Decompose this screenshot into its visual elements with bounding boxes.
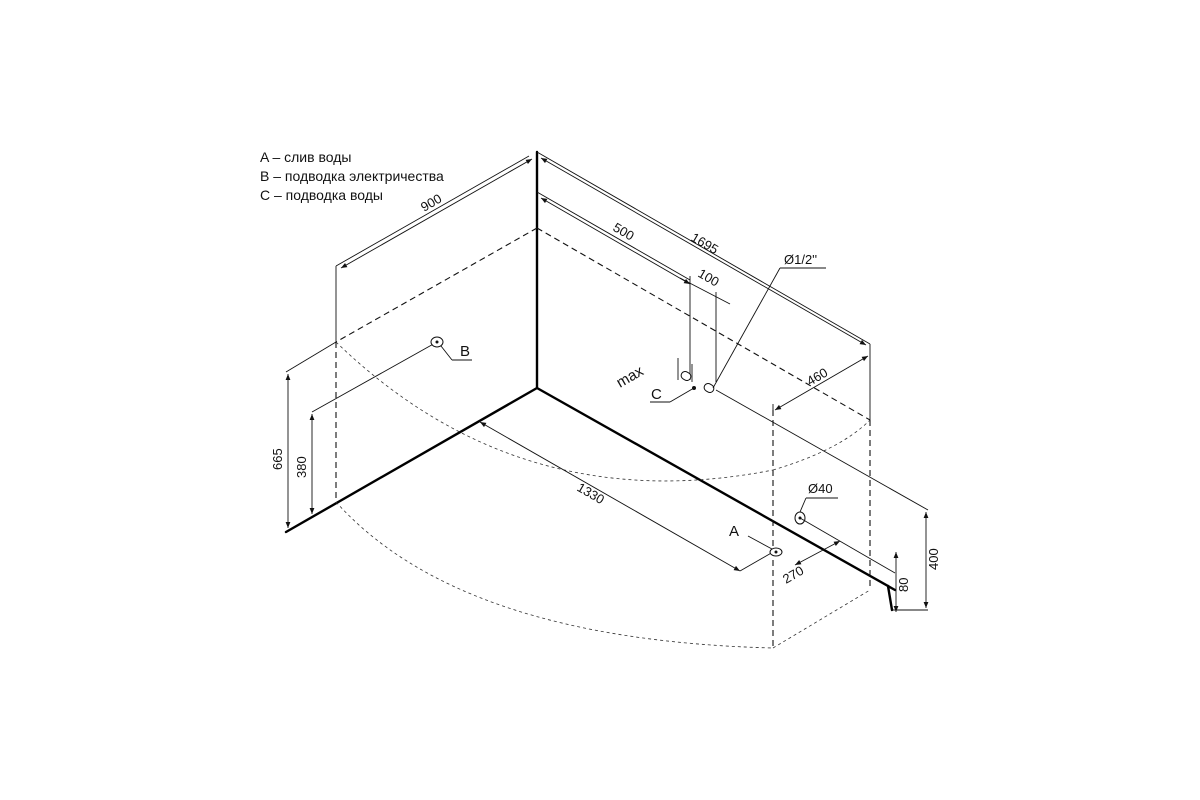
pipe-left: [680, 371, 692, 381]
dimension-460: 460: [772, 355, 869, 411]
dim-665-label: 665: [270, 448, 285, 470]
water-supply-pipes: C: [650, 371, 715, 403]
dimension-380: 380: [294, 341, 438, 514]
wall-outline: [284, 150, 897, 612]
point-a-label: A: [729, 523, 739, 540]
floor-edge-left: [284, 386, 539, 534]
floor-edge-right-tip: [886, 584, 894, 612]
pipe-right: [703, 383, 715, 393]
dimension-pipe-diameter: Ø1/2'': [712, 252, 826, 389]
dimension-500: 500: [536, 191, 691, 285]
tub-bottom-arc: [335, 501, 774, 649]
dim-80-label: 80: [896, 578, 911, 592]
dimension-665: 665: [270, 341, 337, 528]
dim-1695-label: 1695: [689, 230, 722, 257]
dim-pipe-label: Ø1/2'': [784, 252, 817, 267]
dimension-1695: 1695: [536, 151, 871, 420]
legend-item-drain: A – слив воды: [260, 149, 352, 165]
overflow-outlet: Ø40: [794, 481, 838, 525]
tub-rim-arc: [335, 341, 774, 482]
dim-40-label: Ø40: [808, 481, 833, 496]
dim-100-label: 100: [696, 266, 722, 290]
dim-1330-label: 1330: [575, 480, 608, 507]
point-b-label: B: [460, 343, 470, 360]
dimension-400: 400: [715, 389, 941, 611]
dimension-270: 270: [780, 517, 896, 587]
dim-270-label: 270: [780, 563, 806, 587]
dim-460-label: 460: [804, 365, 830, 389]
electric-point-b: B: [430, 336, 472, 361]
dimension-900: 900: [335, 155, 533, 342]
tub-rim-left: [335, 227, 538, 343]
dim-380-label: 380: [294, 456, 309, 478]
point-c-label: C: [651, 386, 662, 403]
dim-400-label: 400: [926, 548, 941, 570]
tub-bottom-right: [772, 589, 871, 649]
dim-max-label: max: [614, 362, 647, 391]
dimension-80: 80: [893, 552, 911, 612]
drain-point-a: A: [729, 523, 783, 557]
tub-rim-right: [772, 419, 871, 471]
tub-rim-back: [536, 227, 871, 421]
